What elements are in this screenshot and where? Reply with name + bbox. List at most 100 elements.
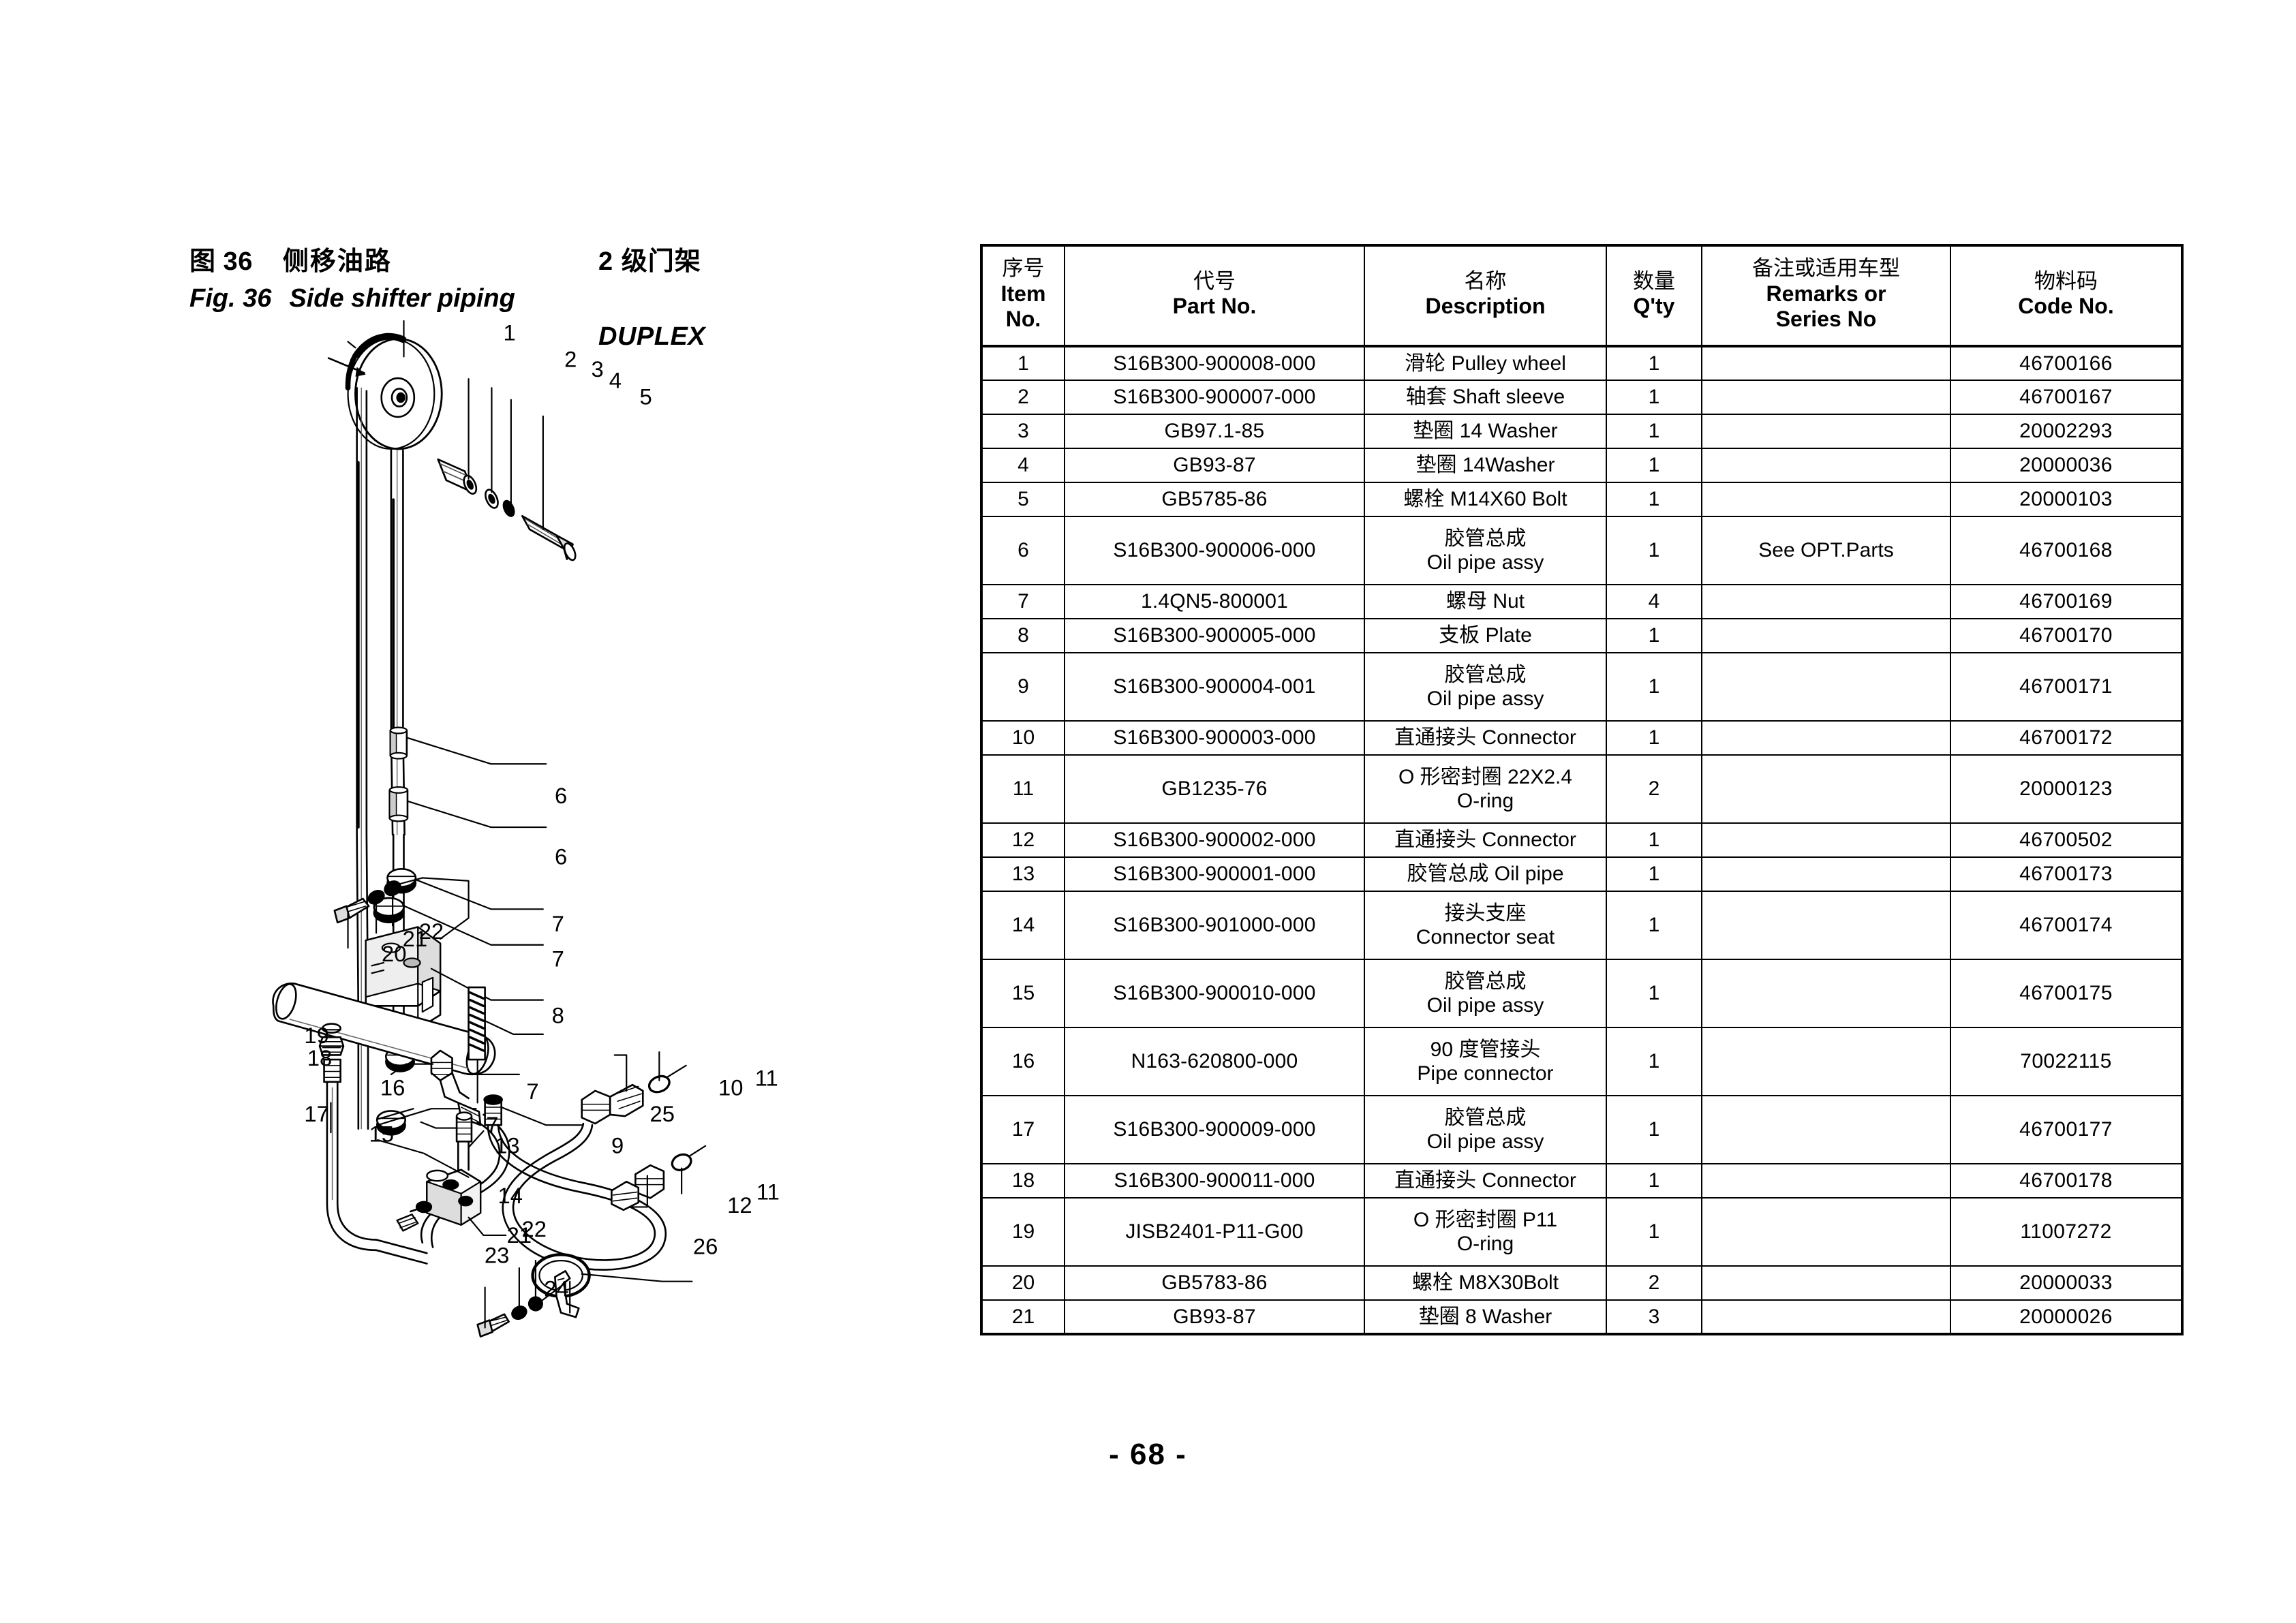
row-description-line1: O 形密封圈 22X2.4 [1398, 765, 1573, 788]
row-part-no: GB5785-86 [1064, 482, 1365, 518]
callout-number: 13 [495, 1133, 519, 1158]
row-code-no: 46700177 [1950, 1095, 2183, 1165]
row-description: 直通接头 Connector [1364, 1163, 1607, 1199]
header-code-no-en: Code No. [2018, 294, 2114, 319]
row-description-line2: Pipe connector [1417, 1062, 1554, 1085]
callout-number: 20 [382, 941, 406, 966]
callout-number: 6 [555, 783, 567, 808]
callout-number: 18 [307, 1045, 332, 1070]
callout-number: 15 [369, 1121, 393, 1146]
connector-seat-14 [396, 1169, 482, 1232]
row-description-line1: 90 度管接头 [1430, 1038, 1541, 1061]
row-description-line1: 螺母 Nut [1445, 590, 1525, 613]
row-qty: 1 [1606, 414, 1702, 450]
row-description: 螺栓 M14X60 Bolt [1364, 482, 1607, 518]
row-remarks [1701, 754, 1951, 824]
row-item-no: 20 [981, 1265, 1065, 1301]
row-remarks [1701, 1163, 1951, 1199]
row-description: 支板 Plate [1364, 618, 1607, 654]
row-qty: 2 [1606, 754, 1702, 824]
row-remarks [1701, 345, 1951, 382]
callout-number: 6 [555, 844, 567, 869]
mast-type-chinese: 2 级门架 [598, 247, 701, 276]
table-header-row: 序号 Item No. 代号 Part No. 名称 Description 数… [981, 244, 2183, 348]
header-description-cn: 名称 [1464, 268, 1507, 293]
row-qty: 4 [1606, 584, 1702, 620]
header-qty-cn: 数量 [1633, 268, 1675, 293]
row-qty: 1 [1606, 822, 1702, 859]
row-qty: 1 [1606, 856, 1702, 893]
row-qty: 1 [1606, 1027, 1702, 1097]
row-description-line2: Oil pipe assy [1426, 687, 1544, 711]
row-qty: 1 [1606, 1095, 1702, 1165]
row-description: 轴套 Shaft sleeve [1364, 380, 1607, 416]
row-remarks [1701, 1095, 1951, 1165]
row-remarks [1701, 652, 1951, 722]
row-part-no: S16B300-900001-000 [1064, 856, 1365, 893]
o-ring-11-upper [647, 1064, 687, 1094]
row-qty: 1 [1606, 891, 1702, 961]
row-description: 垫圈 14 Washer [1364, 414, 1607, 450]
row-description-line1: 直通接头 Connector [1394, 1169, 1576, 1192]
parts-table-container: 序号 Item No. 代号 Part No. 名称 Description 数… [980, 244, 2184, 1336]
row-remarks [1701, 1197, 1951, 1267]
row-code-no: 46700169 [1950, 584, 2183, 620]
callout-number: 21 [507, 1222, 532, 1248]
row-code-no: 20000036 [1950, 448, 2183, 484]
row-qty: 1 [1606, 482, 1702, 518]
row-description-line1: 轴套 Shaft sleeve [1405, 386, 1565, 409]
exploded-assembly-diagram: 1234566778772591011111213141516171819202… [272, 320, 780, 1338]
washer-gb97-part [485, 489, 499, 509]
pipe-coupling-mid [388, 786, 409, 822]
row-part-no: S16B300-900002-000 [1064, 822, 1365, 859]
figure-title-english: Fig. 36 Side shifter piping DUPLEX [189, 284, 871, 351]
row-part-no: GB5783-86 [1064, 1265, 1365, 1301]
row-item-no: 14 [981, 891, 1065, 961]
row-code-no: 46700166 [1950, 345, 2183, 382]
callout-number: 7 [552, 946, 564, 971]
row-item-no: 6 [981, 516, 1065, 586]
oil-pipe-assy-17 [318, 1023, 428, 1265]
row-qty: 1 [1606, 652, 1702, 722]
row-qty: 1 [1606, 618, 1702, 654]
row-remarks [1701, 380, 1951, 416]
row-part-no: S16B300-900003-000 [1064, 720, 1365, 756]
row-qty: 1 [1606, 516, 1702, 586]
row-remarks [1701, 856, 1951, 893]
row-description-line1: 滑轮 Pulley wheel [1405, 352, 1566, 375]
row-description-line1: 接头支座 [1444, 901, 1527, 925]
page-number: - 68 - [1109, 1438, 1187, 1471]
row-remarks [1701, 1265, 1951, 1301]
header-item-no: 序号 Item No. [981, 244, 1065, 348]
pipe-coupling-upper [389, 726, 408, 760]
row-part-no: 1.4QN5-800001 [1064, 584, 1365, 620]
header-part-no-en: Part No. [1172, 294, 1257, 319]
header-item-no-en1: Item [1000, 281, 1046, 306]
callout-number: 7 [486, 1112, 498, 1137]
washer-21-upper [367, 890, 385, 905]
callout-number: 11 [756, 1179, 780, 1205]
header-remarks-cn: 备注或适用车型 [1752, 256, 1900, 280]
callout-number: 8 [552, 1002, 564, 1027]
callout-number: 17 [304, 1101, 328, 1126]
row-remarks [1701, 822, 1951, 859]
row-item-no: 16 [981, 1027, 1065, 1097]
row-description-line2: Oil pipe assy [1426, 551, 1544, 574]
row-description-line2: Oil pipe assy [1426, 994, 1544, 1017]
row-item-no: 10 [981, 720, 1065, 756]
shaft-sleeve-part [437, 458, 478, 495]
figure-number-chinese: 图 36 [189, 247, 253, 276]
callout-number: 23 [485, 1242, 509, 1267]
